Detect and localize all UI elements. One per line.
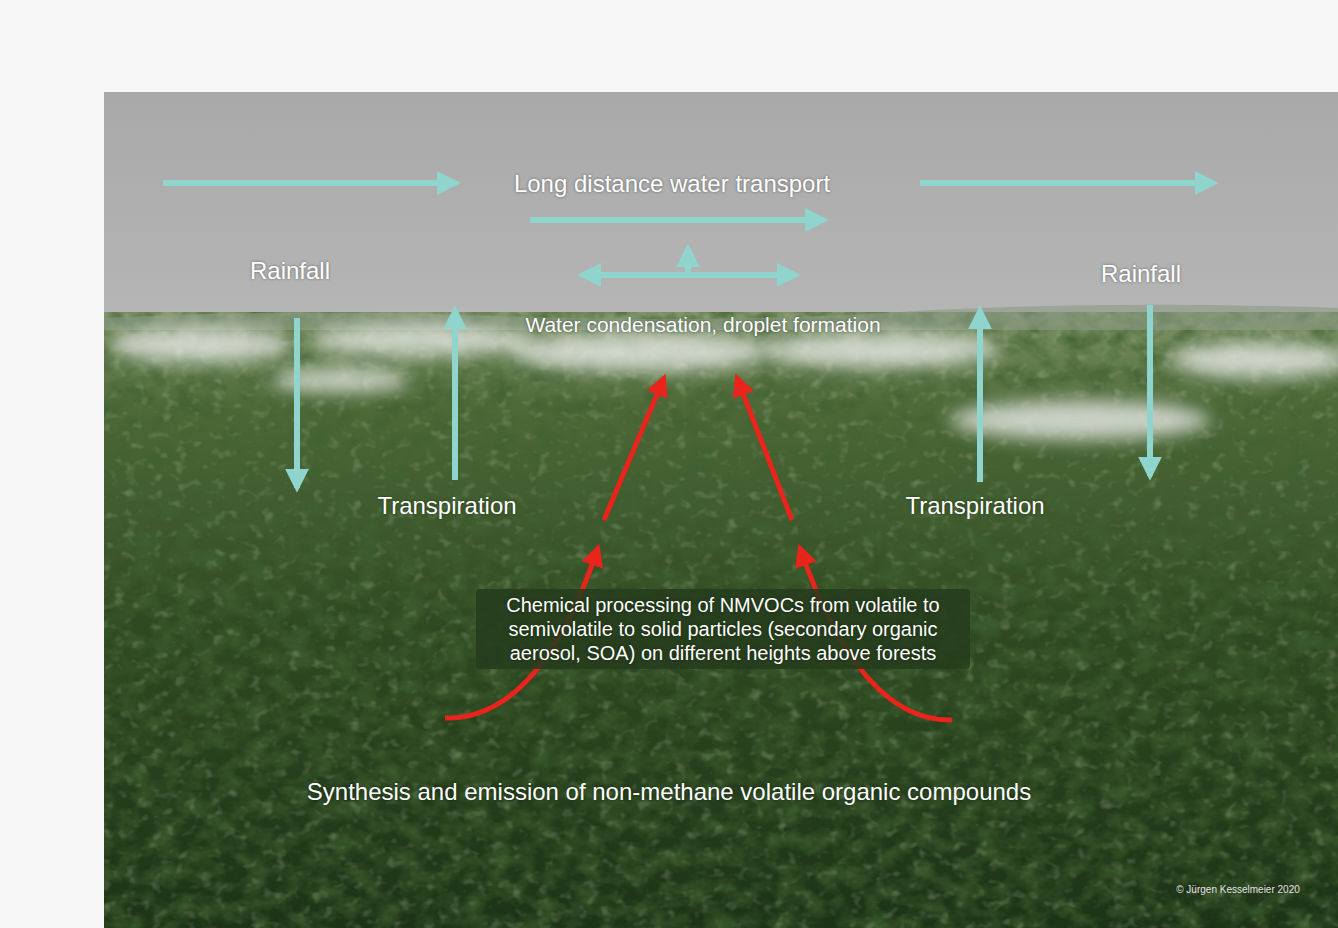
flow-label: Long distance water transport bbox=[514, 170, 830, 199]
process-label: Rainfall bbox=[1101, 260, 1181, 289]
process-label: Synthesis and emission of non-methane vo… bbox=[307, 778, 1031, 807]
process-label: Water condensation, droplet formation bbox=[525, 312, 880, 337]
copyright-note: © Jürgen Kesselmeier 2020 bbox=[1176, 884, 1300, 896]
process-description: Chemical processing of NMVOCs from volat… bbox=[476, 589, 970, 669]
process-label: Transpiration bbox=[905, 492, 1044, 521]
process-label: Rainfall bbox=[250, 257, 330, 286]
process-label: Transpiration bbox=[377, 492, 516, 521]
